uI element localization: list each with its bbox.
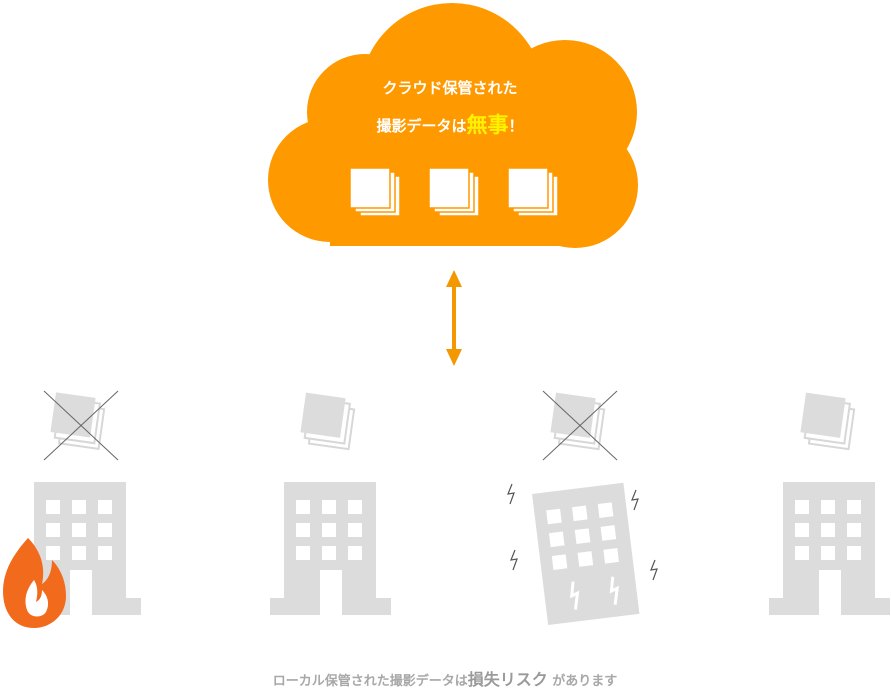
building-icon-2: [270, 482, 391, 615]
local-document-stack-icon-4: [800, 392, 856, 451]
cloud-caption-prefix: 撮影データは: [376, 117, 467, 135]
local-document-stack-icon-1: [43, 390, 119, 461]
building-icon-4: [769, 482, 890, 615]
cloud-caption-highlight: 無事: [466, 113, 509, 137]
cloud-caption-line-1: クラウド保管された: [382, 79, 518, 97]
cloud-document-stack-icon-1: [349, 167, 401, 217]
bottom-caption: ローカル保管された撮影データは損失リスク があります: [150, 670, 740, 692]
fire-icon: [3, 538, 66, 628]
cloud-caption-suffix: ！: [508, 117, 524, 135]
sync-double-arrow-icon: [446, 270, 462, 366]
bottom-caption-suffix: があります: [552, 674, 618, 689]
local-document-stack-icon-2: [300, 392, 356, 451]
bottom-caption-emphasis: 損失リスク: [467, 670, 548, 689]
cloud-document-stack-icon-2: [428, 167, 480, 217]
cloud-caption-line-2: 撮影データは無事！: [300, 115, 600, 136]
local-document-stack-icon-3: [542, 390, 618, 461]
bottom-caption-prefix: ローカル保管された撮影データは: [272, 674, 468, 689]
cloud-document-stack-icon-3: [507, 167, 559, 217]
building-icon-3: [532, 482, 640, 626]
earthquake-tremor-icon: [507, 483, 658, 581]
